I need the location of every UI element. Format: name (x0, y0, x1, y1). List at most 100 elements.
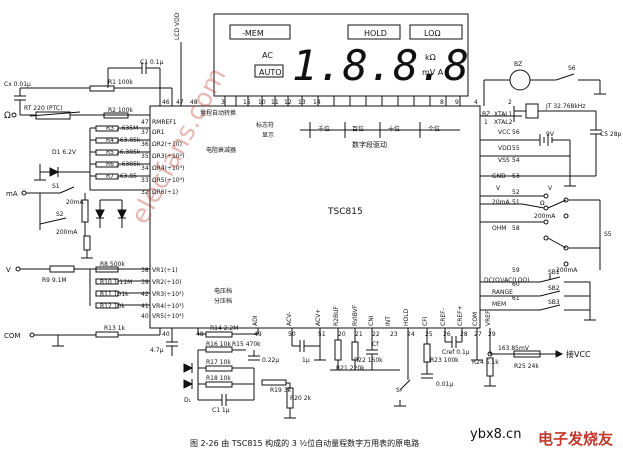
svg-text:BZ: BZ (514, 61, 522, 68)
svg-text:25: 25 (425, 331, 433, 338)
svg-text:33: 33 (141, 177, 149, 184)
svg-text:VR1(÷1): VR1(÷1) (152, 267, 178, 274)
svg-text:2: 2 (508, 99, 512, 106)
svg-text:R15 470k: R15 470k (232, 341, 261, 348)
right-section: BZ S6 JT 32.768kHz C5 28p 9V S5 (480, 61, 622, 321)
svg-text:48: 48 (190, 99, 198, 106)
svg-text:S2: S2 (56, 211, 64, 218)
svg-text:0.01μ: 0.01μ (436, 381, 453, 388)
svg-text:R18 10k: R18 10k (206, 375, 231, 382)
place-ones: 个位 (428, 125, 440, 133)
svg-text:VR3(÷10²): VR3(÷10²) (152, 291, 184, 298)
resistor-ladder: R3 1.635M R4 163.85k R5 16.385k R6 1.638… (89, 125, 150, 191)
lcd-digits: 1.8.8.8 (292, 41, 469, 90)
hold-label: HOLD (364, 29, 387, 38)
svg-text:RVIBVF: RVIBVF (352, 304, 359, 326)
svg-text:23: 23 (390, 331, 398, 338)
svg-text:52: 52 (512, 189, 520, 196)
svg-text:MEM: MEM (492, 301, 506, 308)
svg-text:CNI: CNI (368, 315, 375, 326)
svg-text:59: 59 (512, 267, 520, 274)
svg-text:ΩR4(÷10³): ΩR4(÷10³) (152, 165, 184, 172)
svg-text:29: 29 (488, 331, 496, 338)
svg-text:46: 46 (162, 99, 170, 106)
left-pin-labels: RMREF1 ΩR1 ΩR2(÷10) ΩR3(÷10²) ΩR4(÷10³) … (152, 119, 184, 320)
chip-name: TSC815 (327, 207, 363, 217)
svg-text:S6: S6 (568, 65, 576, 72)
svg-text:XTAL1: XTAL1 (494, 111, 513, 118)
svg-text:RANGE: RANGE (492, 289, 513, 296)
svg-text:D1 6.2V: D1 6.2V (52, 149, 77, 156)
svg-text:38: 38 (141, 267, 149, 274)
svg-text:HOLD: HOLD (403, 308, 410, 326)
svg-text:41: 41 (141, 303, 149, 310)
svg-text:VDD: VDD (498, 145, 512, 152)
tsc815-chip: TSC815 量程自动转换 标志符 显示 电阻衰减器 电压档 分压档 数字段驱动… (141, 99, 529, 338)
svg-text:21: 21 (355, 331, 363, 338)
svg-text:37: 37 (141, 129, 149, 136)
svg-text:24: 24 (407, 331, 415, 338)
place-thousands: 千位 (318, 125, 330, 133)
v-input-section: V R9 9.1M R8 500k R10 1.11M R11 101k R12… (6, 261, 150, 310)
svg-text:R2BUF: R2BUF (333, 306, 340, 326)
svg-text:27: 27 (474, 331, 482, 338)
svg-text:接VCC: 接VCC (566, 349, 591, 359)
mem-indicator (229, 24, 291, 40)
svg-text:42: 42 (141, 291, 149, 298)
svg-text:20mA: 20mA (66, 199, 84, 206)
svg-text:C1 0.1μ: C1 0.1μ (140, 59, 163, 66)
svg-text:R11 101k: R11 101k (100, 291, 129, 298)
svg-text:ΩR5(÷10⁴): ΩR5(÷10⁴) (152, 177, 184, 184)
svg-text:R17 10k: R17 10k (206, 359, 231, 366)
svg-text:R1 100k: R1 100k (108, 79, 133, 86)
svg-text:CFI: CFI (422, 316, 429, 326)
svg-text:VR5(÷10⁴): VR5(÷10⁴) (152, 313, 184, 320)
lcd-display: -MEM HOLD LOΩ AC AUTO 1.8.8.8 kΩ mV A (213, 13, 469, 106)
svg-text:54: 54 (512, 157, 520, 164)
svg-text:VSS: VSS (498, 157, 510, 164)
right-pin-labels: BZ XTAL1 XTAL2 VCC VDD VSS GND V 20mA OH… (482, 111, 529, 308)
svg-text:40: 40 (162, 331, 170, 338)
com-section: COM R13 1k (4, 325, 161, 347)
brand-watermark: 电子发烧友 (538, 430, 613, 448)
svg-text:36: 36 (141, 141, 149, 148)
sel-200ma-b: 200mA (556, 267, 578, 274)
lcd-vdd-label: LCD VDD (174, 12, 181, 40)
svg-text:8: 8 (440, 99, 444, 106)
svg-text:4.7μ: 4.7μ (150, 347, 164, 354)
svg-text:20mA: 20mA (492, 199, 510, 206)
svg-text:35: 35 (141, 153, 149, 160)
svg-text:VCC: VCC (498, 129, 510, 136)
svg-text:BZ: BZ (482, 111, 490, 118)
svg-text:39: 39 (141, 279, 149, 286)
svg-text:R21 220k: R21 220k (336, 365, 365, 372)
svg-text:Cx 0.01μ: Cx 0.01μ (4, 81, 31, 88)
svg-text:Cref 0.1μ: Cref 0.1μ (442, 349, 470, 356)
d-label: D₁ (184, 397, 192, 404)
svg-text:0.22μ: 0.22μ (262, 357, 279, 364)
svg-text:34: 34 (141, 165, 149, 172)
svg-text:R20 2k: R20 2k (290, 395, 312, 402)
svg-text:RT 220 (PTC): RT 220 (PTC) (24, 105, 62, 112)
svg-text:55: 55 (512, 145, 520, 152)
svg-text:R14 2.2M: R14 2.2M (210, 325, 238, 332)
svg-text:JT 32.768kHz: JT 32.768kHz (545, 103, 585, 110)
place-tens: 十位 (388, 125, 400, 133)
svg-text:200mA: 200mA (56, 229, 78, 236)
svg-text:ΩR6(÷1): ΩR6(÷1) (152, 189, 178, 196)
svg-text:V: V (496, 185, 501, 192)
svg-text:ACV-: ACV- (286, 312, 293, 326)
svg-text:60: 60 (512, 281, 520, 288)
lo-indicator (409, 24, 463, 40)
svg-text:ACV+: ACV+ (315, 309, 322, 326)
auto-label: AUTO (259, 68, 282, 77)
svg-text:R19 3k: R19 3k (270, 387, 292, 394)
svg-text:CREF-: CREF- (440, 308, 447, 326)
svg-text:R12 10k: R12 10k (100, 303, 125, 310)
v-sel-label: V (548, 185, 553, 192)
svg-text:47: 47 (141, 119, 149, 126)
ohm-sel-label: Ω (540, 200, 545, 207)
region-digit-drive: 数字段驱动 (352, 140, 387, 149)
svg-text:V: V (6, 266, 11, 274)
